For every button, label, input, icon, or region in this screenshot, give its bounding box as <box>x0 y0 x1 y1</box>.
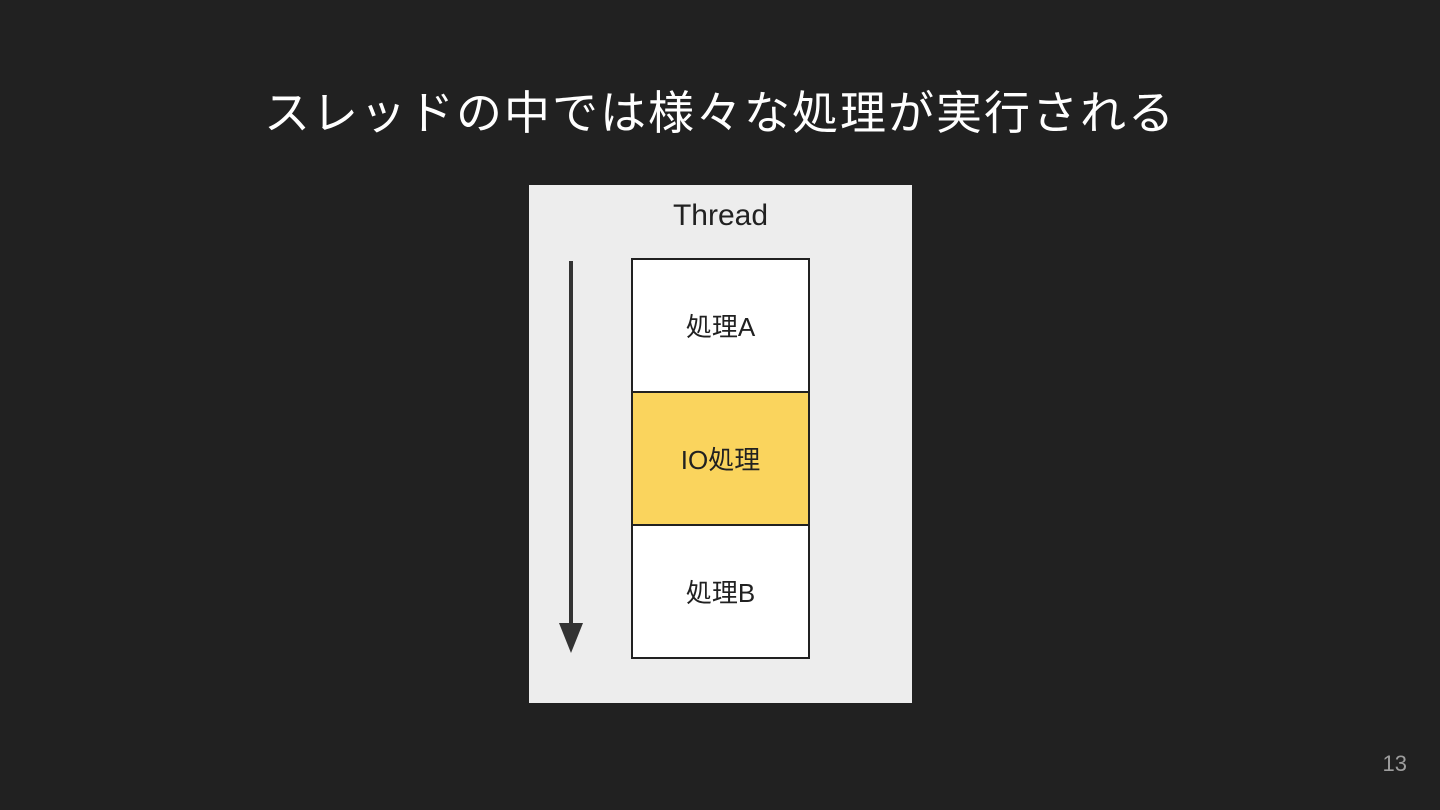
down-arrow-icon <box>529 185 613 703</box>
process-box-a: 処理A <box>631 258 810 393</box>
thread-label: Thread <box>672 199 769 232</box>
page-number: 13 <box>1382 751 1407 776</box>
process-box-b: 処理B <box>631 524 810 659</box>
process-box-a-label: 処理A <box>685 312 756 342</box>
slide-title: スレッドの中では様々な処理が実行される <box>264 87 1176 139</box>
thread-container: Thread 処理A IO処理 処理B <box>529 185 912 703</box>
arrow-head <box>559 623 583 653</box>
process-stack: 処理A IO処理 処理B <box>631 258 810 659</box>
process-box-b-label: 処理B <box>685 578 756 608</box>
process-box-io: IO処理 <box>631 391 810 526</box>
arrow-line <box>569 261 573 625</box>
process-box-io-label: IO処理 <box>680 445 761 475</box>
